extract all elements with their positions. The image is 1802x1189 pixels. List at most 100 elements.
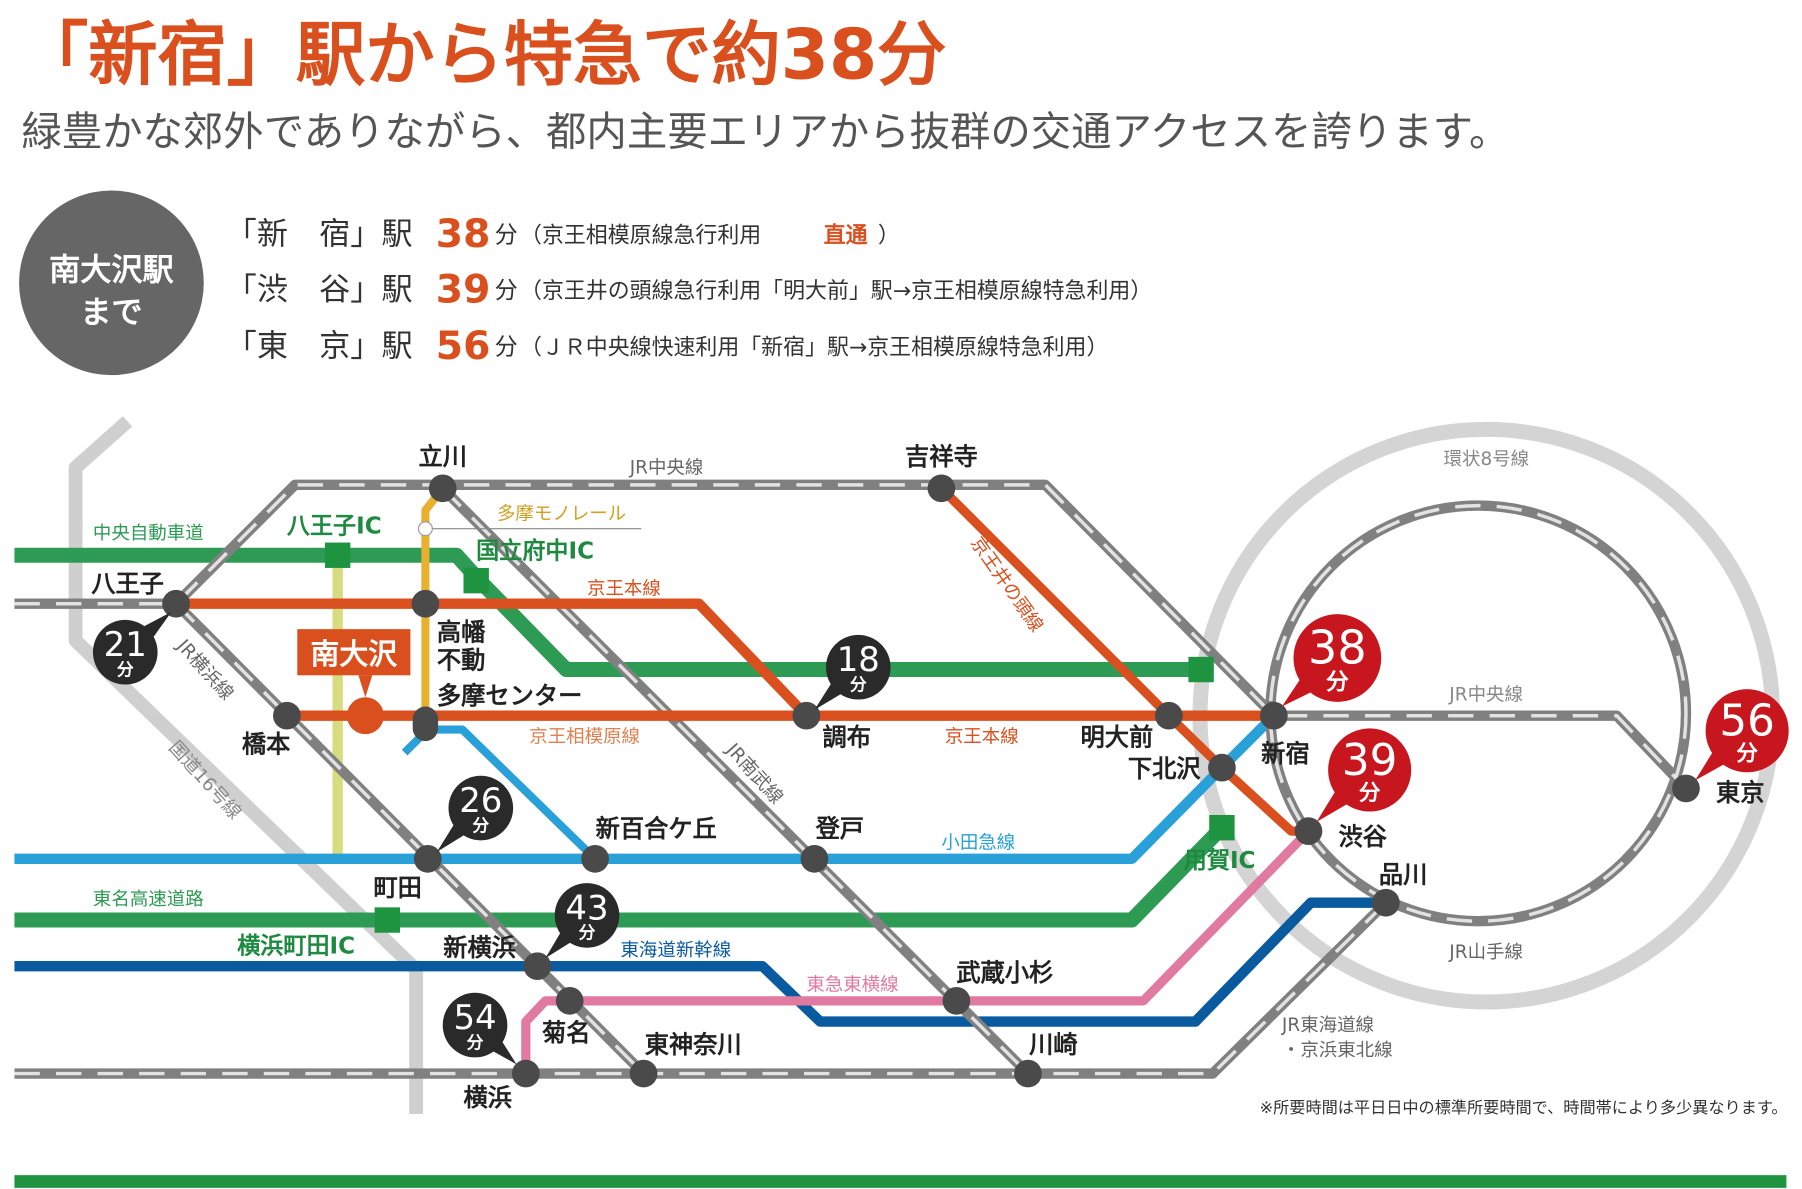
bubble-minutes: 38 [1308, 620, 1367, 674]
ic-square [374, 907, 401, 933]
station-label-hashimoto: 橋本 [242, 730, 291, 759]
bubble-circle [554, 883, 620, 948]
summary-minutes: 56 [436, 324, 491, 369]
origin-marker: 南大沢 [297, 629, 411, 735]
origin-badge [19, 190, 204, 376]
ic-square [463, 567, 489, 594]
line-label: 東名高速道路 [93, 889, 204, 910]
station-label-yokohama: 横浜 [464, 1083, 512, 1112]
station-label-takahata: 高幡 [437, 618, 486, 647]
line-label: JR中央線 [1448, 685, 1523, 706]
summary-note: （京王相模原線急行利用 [520, 223, 761, 248]
ic-square [1188, 656, 1214, 683]
station-dot [1014, 1059, 1042, 1088]
line-label: JR山手線 [1448, 942, 1523, 963]
station-label-tamacenter: 多摩センター [437, 681, 582, 710]
bubble-unit: 分 [472, 815, 489, 835]
time-bubble: 18分 [814, 634, 891, 710]
station-label-shibuya: 渋谷 [1339, 822, 1388, 851]
time-bubble: 39分 [1316, 728, 1412, 822]
bubble-circle [1705, 689, 1789, 773]
origin-pointer [358, 675, 373, 698]
line-label: 国道16号線 [164, 737, 245, 823]
station-dot [1371, 888, 1400, 917]
station-dot [162, 589, 190, 618]
line-label: JR東海道線 [1281, 1015, 1374, 1036]
origin-station-dot [346, 697, 384, 735]
station-dot [792, 701, 821, 730]
bubble-unit: 分 [117, 659, 134, 679]
summary-station: 「東 京」駅 [226, 329, 413, 365]
bubble-circle [92, 619, 158, 685]
shinkansen-line [14, 897, 1386, 1027]
station-dot [412, 706, 439, 742]
bubble-unit: 分 [579, 923, 596, 943]
summary-note-end: ） [878, 223, 900, 248]
station-label-kikuna: 菊名 [542, 1018, 590, 1047]
station-dot [411, 589, 440, 618]
time-bubble: 56分 [1695, 689, 1789, 781]
bubble-unit: 分 [1326, 670, 1349, 696]
station-dot [1672, 774, 1700, 803]
ic-label: 横浜町田IC [237, 934, 355, 960]
station-label-hachioji: 八王子 [91, 569, 164, 598]
station-dot [629, 1059, 658, 1088]
bubble-minutes: 43 [565, 889, 608, 928]
bottom-green-bar [14, 1175, 1787, 1188]
station-label-kawasaki: 川崎 [1029, 1030, 1077, 1059]
origin-badge-line1: 南大沢駅 [49, 253, 174, 289]
summary-unit: 分 [495, 278, 518, 304]
bubble-circle [1293, 614, 1382, 702]
bubble-minutes: 39 [1342, 736, 1398, 786]
line-label: 京王相模原線 [529, 726, 640, 747]
station-label-tachikawa: 立川 [418, 442, 466, 471]
page-subtitle: 緑豊かな郊外でありながら、都内主要エリアから抜群の交通アクセスを誇ります。 [21, 107, 1509, 155]
direct-highlight: 直通 [824, 222, 868, 248]
bubble-circle [825, 634, 891, 700]
bubble-unit: 分 [467, 1032, 484, 1052]
station-label-higashikanagawa: 東神奈川 [645, 1030, 742, 1059]
station-dot [511, 1059, 540, 1088]
station-label-chofu: 調布 [823, 723, 871, 752]
station-label-tokyo: 東京 [1716, 778, 1764, 807]
bubble-minutes: 21 [104, 626, 147, 665]
summary-note: （京王井の頭線急行利用「明大前」駅→京王相模原線特急利用） [520, 279, 1152, 304]
station-dot [523, 952, 552, 981]
station-dot [555, 986, 584, 1015]
line-label: JR中央線 [629, 457, 704, 478]
station-label-shinyokohama: 新横浜 [443, 933, 516, 962]
summary-note: （ＪＲ中央線快速利用「新宿」駅→京王相模原線特急利用） [520, 335, 1108, 360]
line-label: ・京浜東北線 [1282, 1040, 1393, 1061]
station-dot [942, 986, 971, 1015]
ic-label: 国立府中IC [476, 538, 594, 565]
summary-row: 「新 宿」駅 38 分 （京王相模原線急行利用 直通 ） [226, 212, 900, 257]
bubble-circle [448, 775, 514, 841]
line-label: 小田急線 [941, 832, 1015, 853]
station-label-machida: 町田 [373, 873, 421, 902]
line-label: 中央自動車道 [93, 523, 204, 544]
toyoko-line [521, 827, 1312, 1074]
station-dot [1154, 701, 1183, 730]
station-label-shinyurigaoka: 新百合ケ丘 [596, 814, 717, 843]
time-bubble: 26分 [436, 775, 514, 852]
monorail-station-marker [417, 521, 433, 537]
origin-label: 南大沢 [311, 637, 398, 671]
odakyu-line [14, 712, 1278, 865]
summary-row: 「渋 谷」駅 39 分 （京王井の頭線急行利用「明大前」駅→京王相模原線特急利用… [226, 267, 1153, 312]
summary-minutes: 38 [436, 212, 491, 257]
station-label-musashikosugi: 武蔵小杉 [956, 958, 1053, 987]
summary-station: 「渋 谷」駅 [226, 272, 413, 308]
station-label-meidaimae: 明大前 [1081, 723, 1154, 752]
bubble-minutes: 56 [1719, 697, 1775, 747]
bubble-unit: 分 [1736, 742, 1758, 767]
station-dot [927, 474, 956, 503]
station-label-shinjuku: 新宿 [1261, 739, 1309, 768]
ic-markers [324, 542, 1235, 933]
station-dot [1260, 701, 1288, 730]
route16-road [68, 416, 424, 1114]
origin-label-box [297, 629, 411, 676]
odakyu-tama-line [401, 725, 598, 862]
station-label-takahata: 不動 [437, 645, 485, 674]
station-dot [1294, 817, 1323, 845]
bubble-minutes: 18 [837, 641, 880, 680]
